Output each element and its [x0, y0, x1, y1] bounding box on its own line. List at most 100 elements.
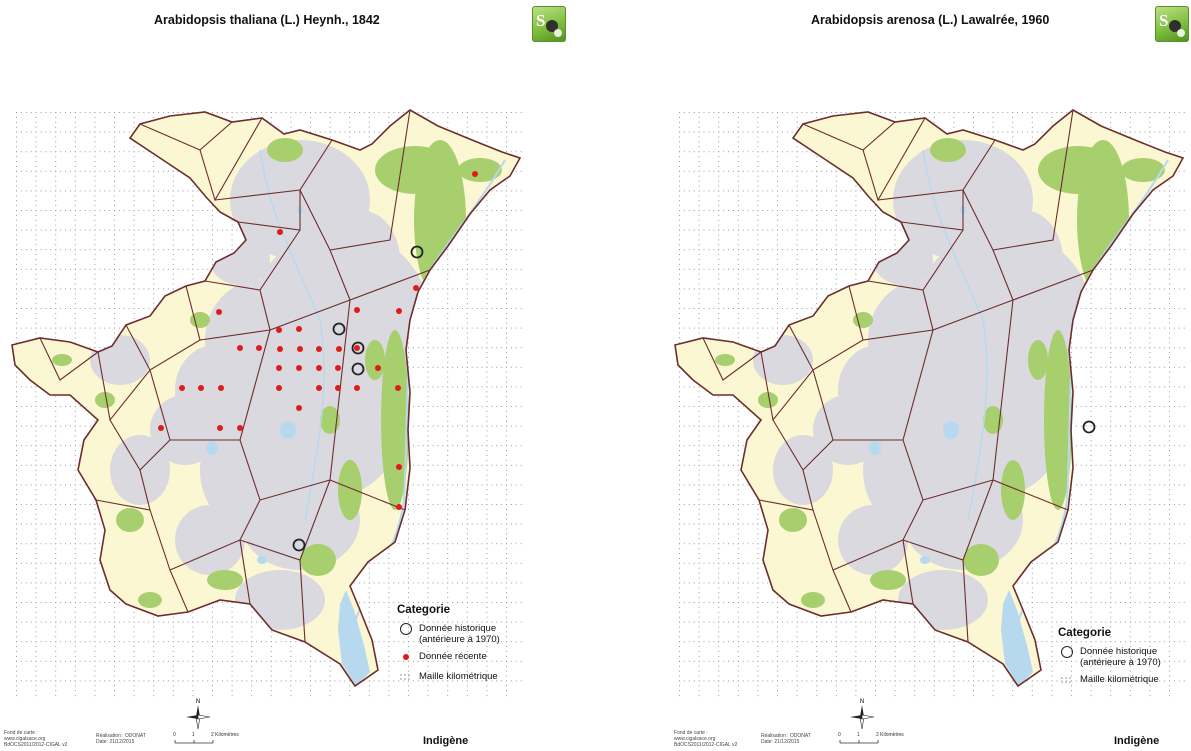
commune-border	[299, 110, 411, 251]
commune-borders	[702, 110, 1094, 643]
commune-border	[812, 329, 934, 441]
water-body	[1001, 590, 1033, 686]
forest-area	[1001, 460, 1025, 520]
legend-item-recent: Donnée récente	[397, 651, 500, 665]
forest-area	[190, 312, 210, 328]
grid-icon	[1060, 676, 1072, 684]
forest-area	[983, 406, 1003, 434]
map-title: Arabidopsis arenosa (L.) Lawalrée, 1960	[811, 13, 1050, 27]
historic-record-circle	[410, 245, 424, 259]
river	[922, 149, 988, 521]
recent-record-dot	[276, 385, 282, 391]
territory-border	[11, 109, 522, 688]
commune-border	[149, 329, 271, 441]
recent-record-dot	[354, 345, 360, 351]
recent-record-dot	[354, 307, 360, 313]
commune-border	[702, 337, 762, 381]
recent-record-dot	[218, 385, 224, 391]
forest-area	[320, 406, 340, 434]
commune-border	[812, 499, 924, 571]
commune-border	[902, 539, 914, 605]
territory-border	[674, 109, 1185, 688]
lake	[280, 421, 296, 439]
forest-area	[715, 354, 735, 366]
forest-area	[338, 460, 362, 520]
legend-title: Categorie	[1058, 627, 1112, 639]
recent-record-dot	[296, 365, 302, 371]
historic-record-circle	[332, 322, 346, 336]
footer-producer: Réalisation : ODONAT Date: 21/12/2015	[96, 733, 146, 745]
recent-record-dot	[277, 346, 283, 352]
logo-letter: S	[536, 11, 545, 30]
legend-item-historic: Donnée historique (antérieure à 1970)	[1058, 646, 1161, 668]
legend-item-historic: Donnée historique (antérieure à 1970)	[397, 623, 500, 645]
recent-record-dot	[413, 285, 419, 291]
urban-area	[235, 570, 325, 630]
commune-border	[329, 479, 406, 511]
forest-area	[207, 570, 243, 590]
forest-area	[801, 592, 825, 608]
historic-record-circle	[351, 362, 365, 376]
urban-area	[983, 210, 1063, 310]
recent-record-dot	[297, 346, 303, 352]
recent-record-dot	[277, 229, 283, 235]
status-label: Indigène	[423, 735, 469, 747]
legend-label: Donnée historique	[419, 623, 497, 634]
recent-record-dot	[296, 405, 302, 411]
commune-border	[39, 337, 99, 381]
occurrence-markers	[158, 171, 478, 552]
recent-record-dot	[396, 504, 402, 510]
footer-credits: Fond de carte : www.cigalsace.org BdOCS2…	[4, 730, 68, 748]
legend-label: Donnée récente	[419, 651, 487, 662]
recent-record-dot	[354, 385, 360, 391]
north-arrow-icon: N	[186, 699, 211, 730]
forest-area	[52, 354, 72, 366]
footer-producer: Réalisation : ODONAT Date: 21/12/2015	[761, 733, 811, 745]
lake	[206, 441, 218, 455]
forest-area	[1028, 340, 1048, 380]
commune-border	[832, 569, 852, 613]
legend-item-grid: Maille kilométrique	[397, 671, 500, 685]
recent-record-dot	[217, 425, 223, 431]
legend-label: (antérieure à 1970)	[1080, 657, 1161, 668]
map-legend: Categorie Donnée historique (antérieure …	[397, 604, 500, 691]
river	[259, 149, 325, 521]
recent-record-dot	[316, 385, 322, 391]
recent-record-dot	[276, 327, 282, 333]
commune-border	[962, 559, 969, 643]
forest-area	[116, 508, 144, 532]
legend-label: Maille kilométrique	[1080, 674, 1159, 685]
forest-area	[381, 330, 409, 510]
recent-record-dot	[396, 464, 402, 470]
historic-record-circle	[1082, 420, 1096, 434]
commune-border	[299, 559, 306, 643]
recent-record-dot	[256, 345, 262, 351]
distribution-map	[674, 109, 1185, 697]
commune-border	[962, 110, 1074, 251]
map-legend: Categorie Donnée historique (antérieure …	[1058, 627, 1161, 694]
recent-record-dot	[335, 365, 341, 371]
north-arrow-icon: N	[850, 699, 875, 730]
map-layer	[674, 109, 1185, 697]
commune-border	[239, 539, 251, 605]
recent-record-dot	[396, 308, 402, 314]
historic-circle-icon	[1061, 646, 1073, 658]
legend-title: Categorie	[397, 604, 451, 616]
forest-area	[853, 312, 873, 328]
recent-dot-icon	[403, 654, 409, 660]
recent-record-dot	[158, 425, 164, 431]
commune-border	[169, 569, 189, 613]
map-panel-left: Arabidopsis thaliana (L.) Heynh., 1842 S…	[4, 6, 566, 748]
recent-record-dot	[216, 309, 222, 315]
forest-area	[138, 592, 162, 608]
historic-circle-icon	[400, 623, 412, 635]
legend-item-grid: Maille kilométrique	[1058, 674, 1161, 688]
forest-area	[1121, 158, 1165, 182]
lake	[869, 441, 881, 455]
commune-border	[902, 299, 1014, 501]
footer-credits: Fond de carte : www.cigalsace.org BdOCS2…	[674, 730, 738, 748]
urban-area	[175, 505, 245, 575]
urban-area	[838, 505, 908, 575]
recent-record-dot	[316, 365, 322, 371]
occurrence-markers	[1082, 420, 1096, 434]
